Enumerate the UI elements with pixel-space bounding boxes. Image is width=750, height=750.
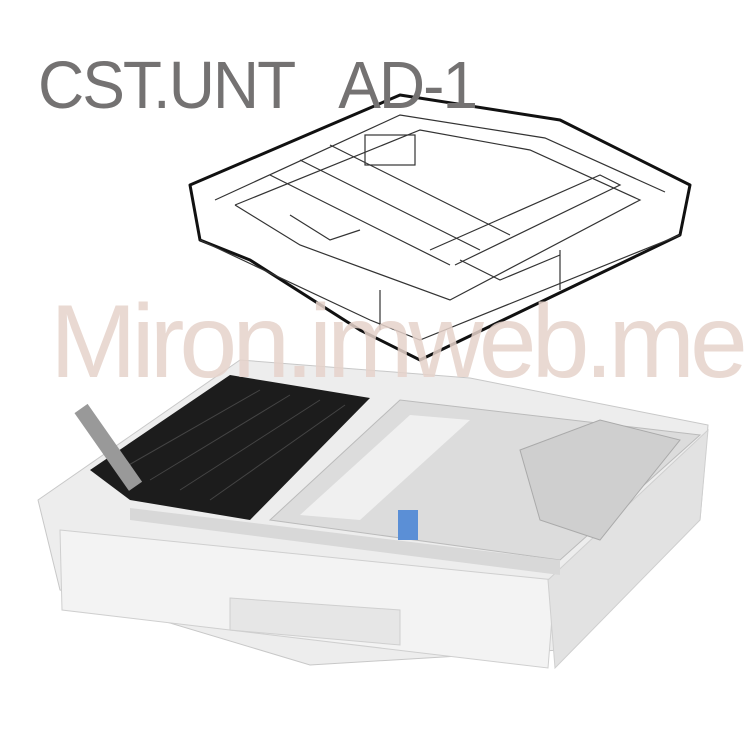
- product-title: CST.UNT AD-1: [38, 46, 520, 124]
- title-model: CST.UNT: [38, 47, 296, 123]
- title-code: AD-1: [338, 47, 478, 123]
- paper-guide-latch: [398, 510, 418, 540]
- watermark: Miron.imweb.me: [50, 284, 748, 400]
- feed-mechanism: [90, 375, 370, 520]
